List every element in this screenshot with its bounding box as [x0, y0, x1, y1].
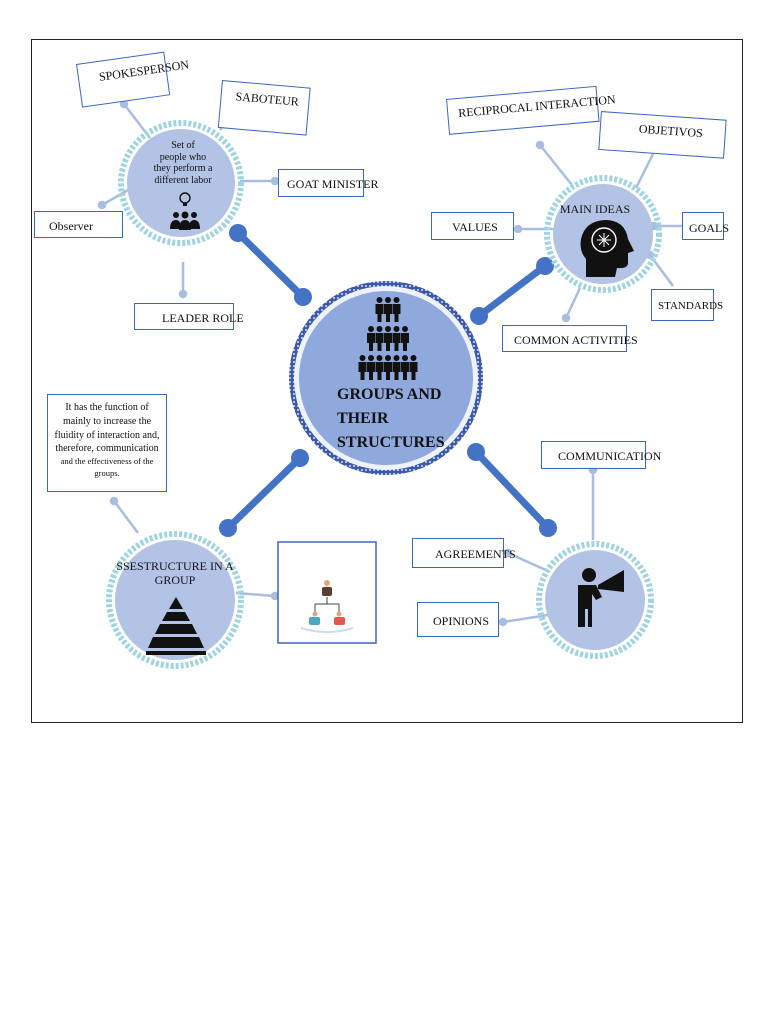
- communication-circle: [536, 541, 654, 659]
- person-figure: [384, 297, 392, 322]
- structure-title: SSESTRUCTURE IN A GROUP: [116, 559, 234, 587]
- person-figure: [392, 297, 401, 322]
- standards-box: STANDARDS: [651, 289, 723, 321]
- communication-box: COMMUNICATION: [541, 441, 661, 469]
- goat-minister-box: GOAT MINISTER: [278, 169, 378, 197]
- connector-communication: [472, 448, 552, 532]
- diagram-frame: [31, 39, 743, 723]
- people-pyramid-icon: [358, 297, 418, 380]
- person-figure: [367, 355, 375, 380]
- main-ideas-title: MAIN IDEAS: [559, 202, 631, 216]
- person-figure: [375, 355, 384, 380]
- person-figure: [367, 326, 375, 351]
- opinions-box: OPINIONS: [417, 602, 499, 637]
- connector-definition: [234, 229, 307, 301]
- person-figure: [358, 355, 367, 380]
- observer-box: Observer: [34, 211, 123, 238]
- brain-head-icon: [580, 220, 634, 277]
- person-figure: [375, 297, 384, 322]
- person-figure: [392, 355, 401, 380]
- goals-box: GOALS: [682, 212, 729, 240]
- center-title: GROUPS AND THEIR STRUCTURES: [337, 386, 445, 451]
- org-chart-icon: [277, 541, 377, 644]
- person-figure: [409, 355, 418, 380]
- values-box: VALUES: [431, 212, 514, 240]
- agreements-box: AGREEMENTS: [412, 538, 516, 568]
- connector-main-ideas: [475, 262, 549, 320]
- common-activities-box: COMMON ACTIVITIES: [502, 325, 638, 352]
- person-figure: [384, 326, 392, 351]
- person-figure: [392, 326, 401, 351]
- pyramid-icon: [146, 597, 206, 655]
- leader-role-box: LEADER ROLE: [134, 303, 244, 330]
- structure-description: It has the function of mainly to increas…: [47, 394, 167, 492]
- connector-dots: [219, 224, 557, 537]
- definition-text: Set of people who they perform a differe…: [153, 140, 213, 186]
- person-figure: [384, 355, 392, 380]
- definition-circle: [118, 120, 244, 246]
- main-connectors: [224, 229, 552, 532]
- saboteur-box: SABOTEUR: [217, 80, 311, 136]
- megaphone-speaker-icon: [578, 568, 624, 627]
- person-figure: [375, 326, 384, 351]
- person-figure: [401, 326, 409, 351]
- connector-structure: [224, 454, 304, 532]
- team-idea-icon: [170, 192, 200, 230]
- person-figure: [401, 355, 409, 380]
